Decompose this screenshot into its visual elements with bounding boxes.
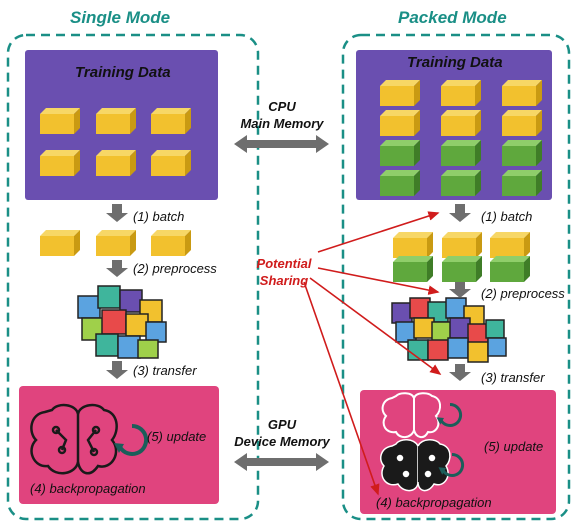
single-step-preprocess: (2) preprocess bbox=[133, 261, 217, 276]
packed-step-update: (5) update bbox=[484, 439, 544, 454]
cpu-memory-arrow bbox=[234, 135, 329, 153]
potential-sharing-label: Potential Sharing bbox=[244, 255, 324, 289]
single-mode-title: Single Mode bbox=[70, 8, 171, 27]
single-preprocessed-cluster bbox=[77, 285, 167, 359]
single-step-batch: (1) batch bbox=[133, 209, 185, 224]
packed-step-transfer: (3) transfer bbox=[481, 370, 545, 385]
packed-flow-arrows bbox=[449, 204, 471, 381]
potential-label-line1: Potential bbox=[256, 256, 312, 271]
single-step-backprop: (4) backpropagation bbox=[30, 481, 146, 496]
packed-step-batch: (1) batch bbox=[481, 209, 533, 224]
potential-label-line2: Sharing bbox=[259, 273, 309, 288]
cpu-label-line2: Main Memory bbox=[240, 116, 324, 131]
single-step-update: (5) update bbox=[147, 429, 207, 444]
packed-training-data-title: Training Data bbox=[407, 54, 503, 71]
single-step-transfer: (3) transfer bbox=[133, 363, 197, 378]
cpu-label-line1: CPU bbox=[268, 99, 296, 114]
potential-sharing-arrows bbox=[303, 211, 442, 496]
packed-preprocessed-cluster bbox=[391, 297, 507, 363]
packed-mode-title: Packed Mode bbox=[398, 8, 507, 27]
cpu-memory-label: CPU Main Memory bbox=[232, 98, 332, 132]
single-training-data-title: Training Data bbox=[75, 64, 171, 81]
packed-step-preprocess: (2) preprocess bbox=[481, 286, 565, 301]
gpu-label-line1: GPU bbox=[267, 417, 297, 432]
gpu-label-line2: Device Memory bbox=[234, 434, 330, 449]
single-neural-icon bbox=[30, 403, 118, 475]
single-mode-frame bbox=[6, 33, 260, 521]
gpu-memory-arrow bbox=[234, 453, 329, 471]
gpu-memory-label: GPU Device Memory bbox=[226, 416, 338, 450]
single-flow-arrows bbox=[106, 204, 128, 379]
single-batch-cubes bbox=[40, 230, 191, 256]
packed-batch-cubes bbox=[393, 232, 530, 282]
packed-neural-icon-1 bbox=[381, 392, 442, 438]
packed-step-backprop: (4) backpropagation bbox=[376, 495, 492, 510]
packed-mode-frame bbox=[341, 33, 571, 521]
packed-neural-icon-2 bbox=[379, 439, 451, 492]
